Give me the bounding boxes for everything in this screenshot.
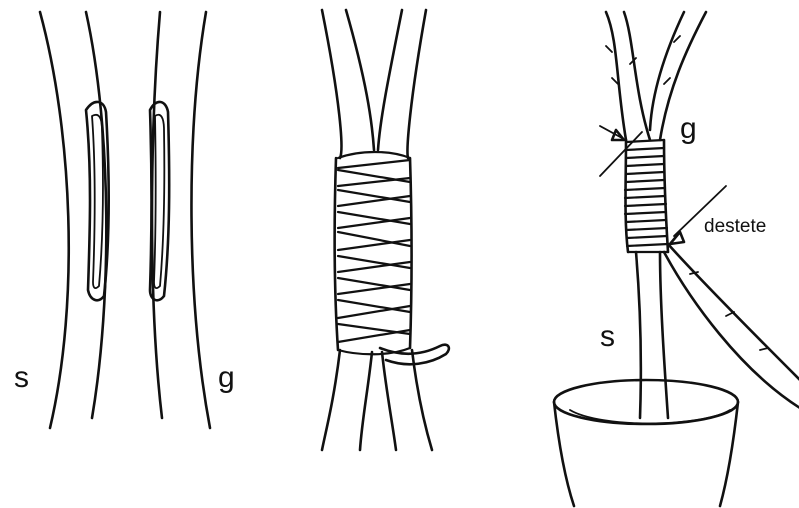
severed-branch [664, 244, 799, 408]
scion-label-right: s [600, 320, 615, 353]
graft-label-right: g [680, 112, 697, 145]
right-stem [150, 12, 210, 428]
middle-panel [322, 10, 449, 450]
left-panel: s g [14, 12, 235, 428]
graft-arrow [600, 126, 642, 176]
graft-label: g [218, 361, 235, 394]
pot [554, 380, 738, 506]
graft-union-wrap [625, 140, 668, 252]
rootstock-stem [636, 252, 668, 418]
left-stem [40, 12, 109, 428]
destete-label: destete [704, 216, 766, 237]
right-panel: g destete s [554, 12, 799, 506]
joined-stems [322, 10, 432, 450]
scion-label: s [14, 361, 29, 394]
tape-wrap [335, 152, 449, 364]
